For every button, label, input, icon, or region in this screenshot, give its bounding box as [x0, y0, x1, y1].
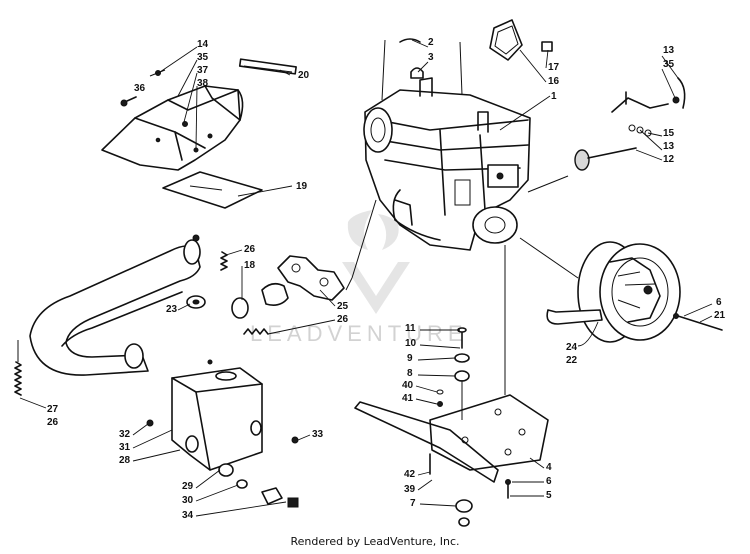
spring-27: [14, 340, 22, 396]
bolt-21: [673, 313, 723, 331]
callout-c35b: 35: [663, 59, 675, 70]
callout-c10: 10: [405, 338, 417, 349]
small-hardware-14-38: [149, 69, 166, 77]
callout-c3: 3: [428, 52, 434, 63]
engine-mount-plate: [354, 394, 549, 483]
callout-c23: 23: [166, 304, 178, 315]
callout-c8: 8: [407, 368, 413, 379]
exhaust-pipe: [29, 234, 201, 376]
callout-c14: 14: [197, 39, 209, 50]
callout-c13b: 13: [663, 141, 675, 152]
callout-c28: 28: [119, 455, 131, 466]
screw-36: [120, 96, 137, 107]
intake-pad-19: [162, 171, 263, 209]
callout-c34: 34: [182, 510, 194, 521]
intake-strip-20: [238, 58, 297, 75]
callout-c36: 36: [134, 83, 146, 94]
muffler-hardware-29-34: [146, 419, 299, 508]
callout-c6b: 6: [546, 476, 552, 487]
callout-c7: 7: [410, 498, 416, 509]
callout-c21: 21: [714, 310, 726, 321]
callout-c42: 42: [404, 469, 416, 480]
callout-c16: 16: [548, 76, 560, 87]
bolt-12: [574, 147, 637, 171]
callout-c32: 32: [119, 429, 131, 440]
clutch-pulley: [577, 241, 681, 343]
callout-c15: 15: [663, 128, 675, 139]
callout-c30: 30: [182, 495, 194, 506]
leader-lines: [19, 39, 713, 517]
callout-c29: 29: [182, 481, 194, 492]
callout-c25: 25: [337, 301, 349, 312]
footer-credit: Rendered by LeadVenture, Inc.: [290, 535, 460, 548]
callout-c18: 18: [244, 260, 256, 271]
clutch-belt-24: [546, 309, 603, 325]
engine-top-lines: [381, 39, 463, 101]
grommet-23: [186, 295, 206, 309]
bracket-13-35: [611, 77, 686, 137]
exhaust-manifold-25: [231, 255, 345, 319]
muffler: [171, 359, 263, 471]
callout-c26b: 26: [337, 314, 349, 325]
callout-c13a: 13: [663, 45, 675, 56]
callout-c5: 5: [546, 490, 552, 501]
callout-c1: 1: [551, 91, 557, 102]
engine: [363, 77, 531, 251]
callout-c20: 20: [298, 70, 310, 81]
fan-cover-16: [489, 19, 523, 61]
callout-c9: 9: [407, 353, 413, 364]
callout-c39: 39: [404, 484, 416, 495]
callout-c26c: 26: [47, 417, 59, 428]
callout-c17: 17: [548, 62, 560, 73]
callout-c6a: 6: [716, 297, 722, 308]
intake-silencer: [101, 85, 244, 171]
callout-c2: 2: [428, 37, 434, 48]
watermark: LEADVENTURE: [250, 210, 468, 346]
callout-c12: 12: [663, 154, 675, 165]
bracket-17: [541, 41, 553, 52]
callout-c22: 22: [566, 355, 578, 366]
callout-c38: 38: [197, 78, 209, 89]
callout-c33: 33: [312, 429, 324, 440]
callout-c24: 24: [566, 342, 578, 353]
callout-c35a: 35: [197, 52, 209, 63]
engine-hook-2-3: [399, 38, 424, 79]
callout-c11: 11: [405, 323, 416, 334]
callout-c31: 31: [119, 442, 131, 453]
watermark-text: LEADVENTURE: [250, 321, 468, 346]
callout-c37: 37: [197, 65, 209, 76]
callout-c40: 40: [402, 380, 414, 391]
callout-c4: 4: [546, 462, 552, 473]
callout-c41: 41: [402, 393, 414, 404]
spring-26b: [243, 328, 269, 335]
assembly-guides: [345, 175, 579, 420]
callout-c19: 19: [296, 181, 308, 192]
callout-c26a: 26: [244, 244, 256, 255]
callout-c27: 27: [47, 404, 59, 415]
